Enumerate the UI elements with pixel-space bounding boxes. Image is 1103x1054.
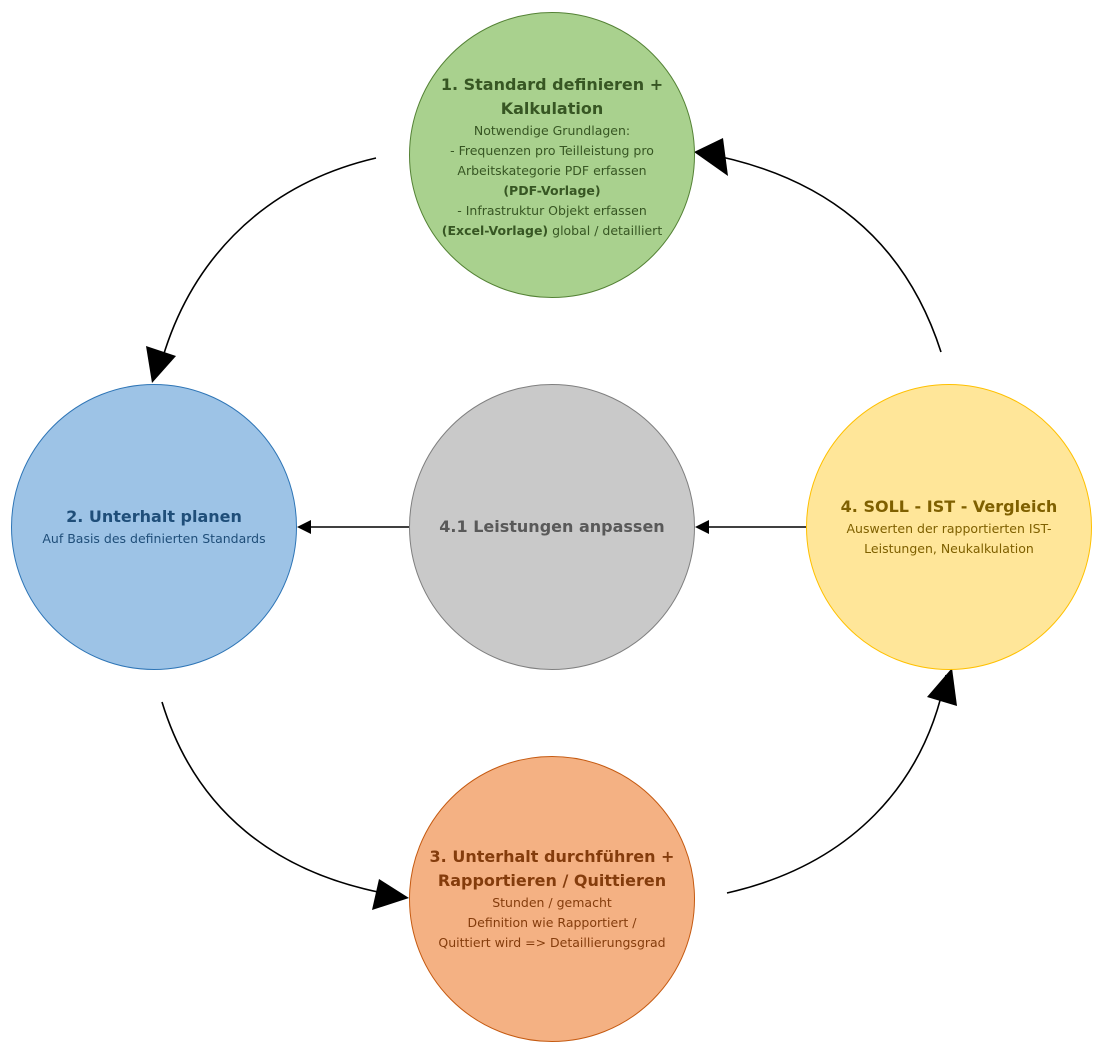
step4-title: 4. SOLL - IST - Vergleich [840, 497, 1058, 516]
step2-text-line1: Auf Basis des definierten Standards [42, 531, 266, 546]
step1-title-line1: 1. Standard definieren + [440, 75, 664, 94]
arrow-step1-to-step2 [157, 157, 377, 376]
step41-title: 4.1 Leistungen anpassen [439, 517, 665, 536]
arrow-step2-to-step3 [161, 701, 395, 896]
arrowhead-step2-mid [297, 520, 311, 534]
step1-text-line1: Notwendige Grundlagen: [473, 123, 631, 138]
step41-circle: 4.1 Leistungen anpassen [409, 384, 695, 670]
step1-title-line2: Kalkulation [500, 99, 604, 118]
step3-circle: 3. Unterhalt durchführen + Rapportieren … [409, 756, 695, 1042]
step3-text-line2: Definition wie Rapportiert / [467, 915, 637, 930]
arrow-step3-to-step4 [726, 674, 947, 894]
step1-excel-vorlage: (Excel-Vorlage) [441, 223, 549, 238]
arrowhead-step4 [927, 668, 957, 706]
step1-text-line6-rest: global / detailliert [548, 223, 663, 238]
step4-circle: 4. SOLL - IST - Vergleich Auswerten der … [806, 384, 1092, 670]
step3-text-line1: Stunden / gemacht [492, 895, 612, 910]
step4-text-line1: Auswerten der rapportierten IST- [846, 521, 1052, 536]
step1-text-line3: Arbeitskategorie PDF erfassen [457, 163, 647, 178]
step2-title: 2. Unterhalt planen [66, 507, 242, 526]
step1-text-line5: - Infrastruktur Objekt erfassen [457, 203, 647, 218]
arrowhead-step41 [695, 520, 709, 534]
step1-circle: 1. Standard definieren + Kalkulation Not… [409, 12, 695, 298]
step3-title-line1: 3. Unterhalt durchführen + [429, 847, 675, 866]
arrowhead-step2 [146, 346, 176, 383]
arrowhead-step3 [372, 879, 409, 910]
arrow-step4-to-step1 [701, 152, 942, 353]
step4-text-line2: Leistungen, Neukalkulation [864, 541, 1034, 556]
step3-text-line3: Quittiert wird => Detaillierungsgrad [438, 935, 666, 950]
step3-title-line2: Rapportieren / Quittieren [437, 871, 667, 890]
arrowhead-step1 [694, 138, 728, 176]
step1-text-line2: - Frequenzen pro Teilleistung pro [450, 143, 654, 158]
step1-text-line4: (PDF-Vorlage) [503, 183, 601, 198]
step1-text-line6: (Excel-Vorlage) global / detailliert [442, 221, 662, 241]
step2-circle: 2. Unterhalt planen Auf Basis des defini… [11, 384, 297, 670]
